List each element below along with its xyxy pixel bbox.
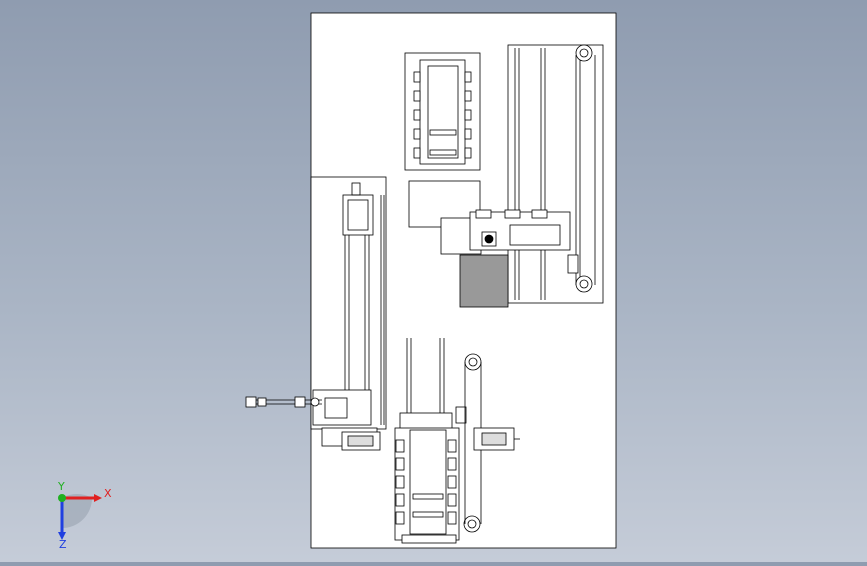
right-rail-module[interactable] [507, 44, 604, 304]
y-axis-dot [58, 494, 66, 502]
coordinate-triad: X Y Z [57, 480, 112, 550]
y-axis-label: Y [57, 480, 65, 493]
z-axis-label: Z [59, 538, 67, 550]
pick-and-place-head[interactable] [408, 180, 571, 308]
left-lift-module[interactable] [310, 176, 387, 451]
cylinder-rod[interactable] [245, 396, 322, 408]
top-fixture[interactable] [404, 52, 481, 171]
bottom-belt-conveyor[interactable] [463, 353, 520, 533]
bottom-fixture[interactable] [394, 338, 467, 544]
x-axis-label: X [104, 487, 112, 500]
